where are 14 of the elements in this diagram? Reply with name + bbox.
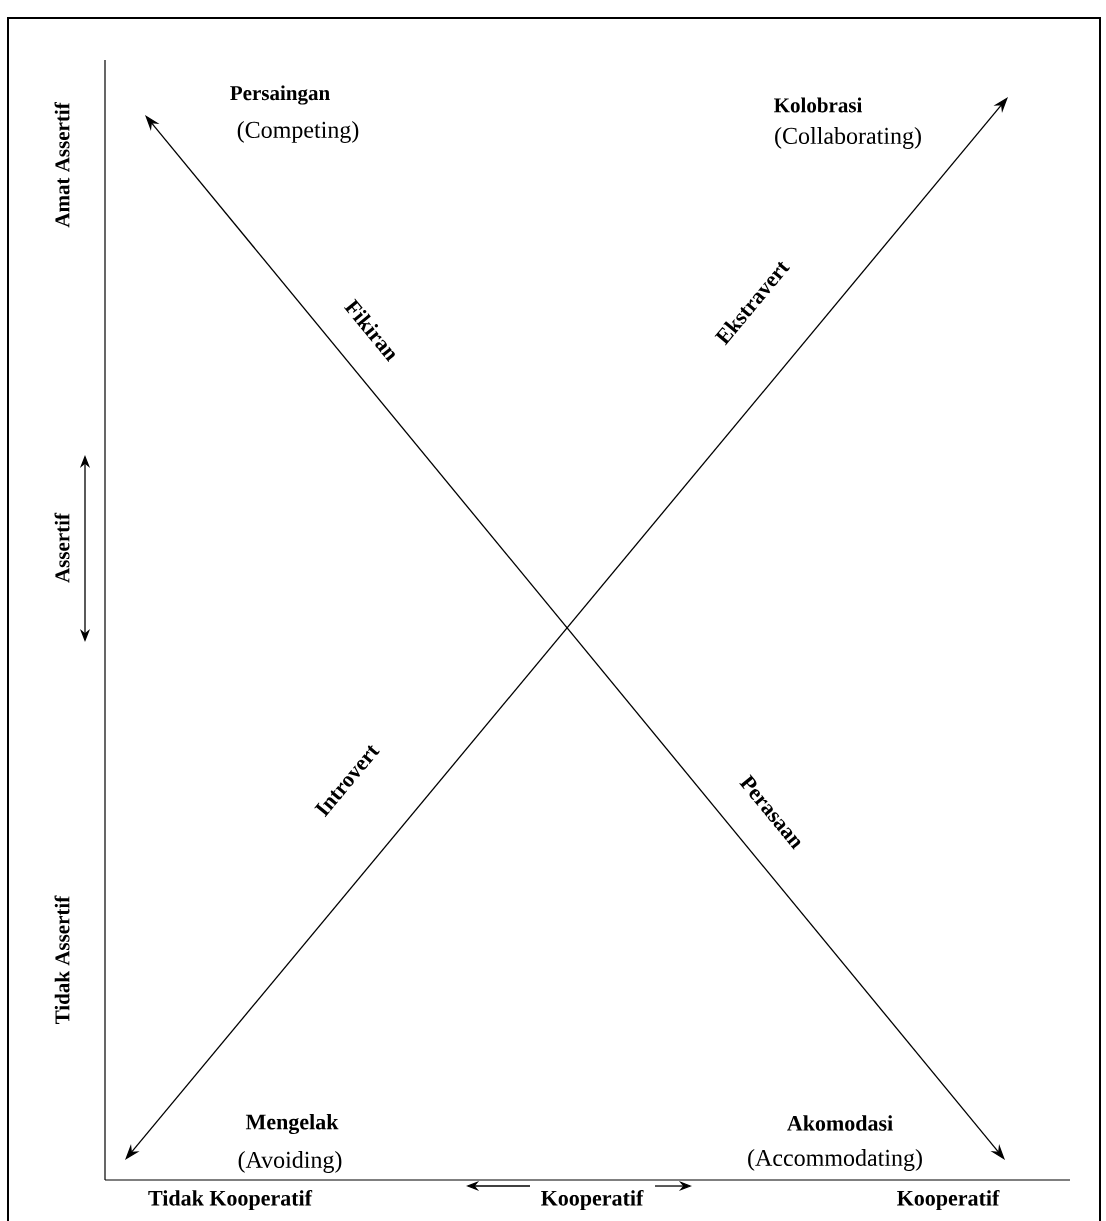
axis-label: Kooperatif <box>539 1188 645 1212</box>
axis-label: Kooperatif <box>897 1189 1000 1211</box>
quadrant-subtitle: (Accommodating) <box>748 1149 922 1171</box>
quadrant-subtitle: (Collaborating) <box>775 127 921 149</box>
axis-label: Tidak Kooperatif <box>148 1189 313 1211</box>
quadrant-subtitle: (Competing) <box>237 121 359 143</box>
quadrant-title: Akomodasi <box>787 1115 893 1131</box>
quadrant-title: Mengelak <box>245 1113 339 1135</box>
axis-label: Assertif <box>54 512 70 583</box>
axis-label: Amat Assertif <box>54 102 70 228</box>
quadrant-title: Kolobrasi <box>774 97 863 113</box>
quadrant-title: Persaingan <box>230 85 330 105</box>
axis-label: Tidak Assertif <box>54 895 70 1024</box>
quadrant-subtitle: (Avoiding) <box>238 1151 342 1173</box>
